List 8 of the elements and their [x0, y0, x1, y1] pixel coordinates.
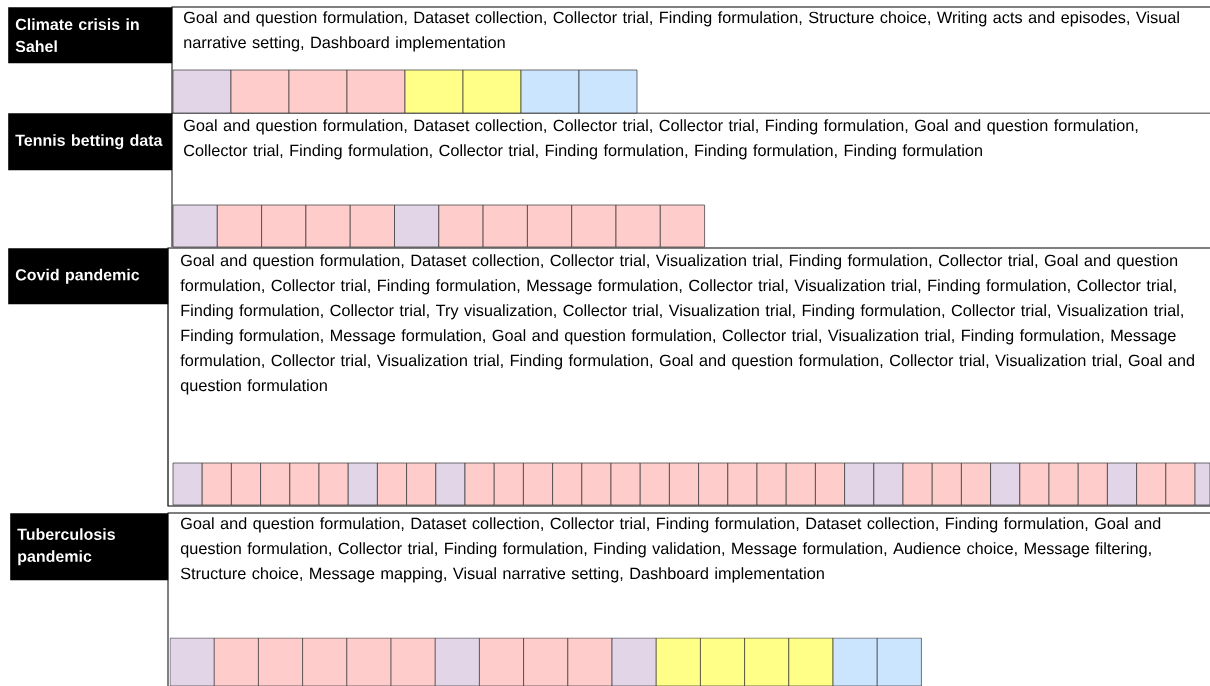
step-list: Goal and question formulation, Dataset collection, Collector trial, Collector trial, Finding formulation, Goal and question formulation, Collector trial, Finding formulation, Collector trial, Finding formulation, Finding formulation, Finding formulation — [184, 119, 1138, 160]
title-label: Tuberculosis pandemic — [10, 513, 169, 581]
step-list: Goal and question formulation, Dataset collection, Collector trial, Visualization trial, Finding formulation, Collector trial, Goal and question formulation, Collector trial, Finding formulation, Message formulation, Collector trial, Visualization trial, Finding formulation, Collector trial, Finding formulation, Collector trial, Try visualization, Collector trial, Visualization trial, Finding formulation, Collector trial, Visualization trial, Finding formulation, Message formulation, Goal and question formulation, Collector trial, Visualization trial, Finding formulation, Message formulation, Collector trial, Visualization trial, Finding formulation, Goal and question formulation, Collector trial, Visualization trial, Goal and question formulation — [180, 254, 1194, 395]
step-list: Goal and question formulation, Dataset collection, Collector trial, Finding formulation, Structure choice, Writing acts and episodes, Visual narrative setting, Dashboard implementation — [184, 11, 1179, 52]
step-list: Goal and question formulation, Dataset collection, Collector trial, Finding formulation, Dataset collection, Finding formulation, Goal and question formulation, Collector trial, Finding formulation, Finding validation, Message formulation, Audience choice, Message filtering, Structure choice, Message mapping, Visual narrative setting, Dashboard implementation — [180, 517, 1161, 583]
title-label: Tennis betting data — [8, 113, 173, 171]
title-label: Covid pandemic — [8, 248, 169, 305]
title-label: Climate crisis in Sahel — [8, 7, 173, 64]
